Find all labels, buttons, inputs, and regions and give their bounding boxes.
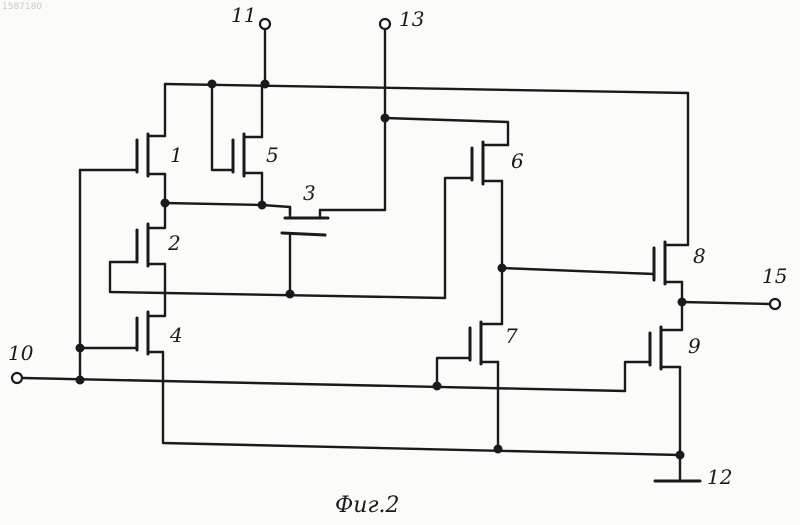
label-t5: 5 [266, 143, 279, 167]
wire-t7-gate [437, 358, 470, 386]
terminal-10 [12, 373, 22, 383]
wire-t6-gate [445, 178, 472, 298]
figure-caption: Фиг.2 [335, 493, 400, 518]
label-terminal-12: 12 [707, 465, 732, 489]
transistor-9 [650, 327, 682, 369]
transistor-2 [137, 224, 165, 266]
wire-mid-bus [165, 293, 445, 298]
wire-t2-gate-loop [110, 262, 165, 293]
label-terminal-10: 10 [8, 341, 34, 365]
transistor-8 [654, 242, 688, 284]
label-t9: 9 [688, 334, 701, 358]
label-t1: 1 [170, 143, 183, 167]
label-terminal-15: 15 [762, 264, 787, 288]
patent-number: 1587180 [2, 2, 42, 12]
terminal-15 [770, 299, 780, 309]
label-t8: 8 [693, 244, 706, 268]
wire-ground-bus [163, 352, 680, 455]
transistor-5 [233, 134, 262, 176]
transistor-1 [137, 134, 165, 176]
wire-t8-gate [502, 268, 654, 274]
label-t7: 7 [505, 324, 518, 348]
label-terminal-11: 11 [231, 3, 256, 27]
wire-t3-bias [320, 29, 385, 210]
wire-t9-gate [625, 362, 650, 391]
label-t6: 6 [511, 149, 524, 173]
wire-input-line [23, 378, 625, 391]
label-t2: 2 [167, 231, 181, 255]
wire-bias-t6 [385, 118, 508, 145]
junction-dots [76, 80, 687, 460]
transistor-7 [470, 322, 502, 364]
label-terminal-13: 13 [399, 7, 424, 31]
wire-node-to-t3 [165, 203, 290, 214]
label-t3: 3 [303, 181, 316, 205]
label-t4: 4 [169, 323, 183, 347]
wire-output [682, 302, 770, 304]
terminal-13 [380, 19, 390, 29]
wire-t5-gate [212, 84, 233, 170]
terminal-11 [260, 19, 270, 29]
transistor-4 [137, 312, 165, 354]
transistor-6 [472, 142, 508, 184]
